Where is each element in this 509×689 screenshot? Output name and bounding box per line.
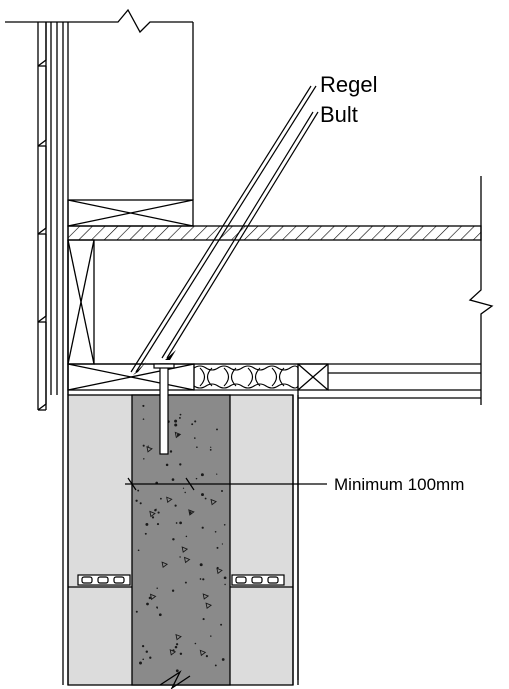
insulation <box>193 363 299 391</box>
arrowheads <box>133 350 176 375</box>
wall-sheathing <box>50 22 69 395</box>
bult-label: Bult <box>320 102 358 127</box>
exterior-siding <box>37 22 47 411</box>
regel-label: Regel <box>320 72 377 97</box>
upper-wall <box>5 8 194 227</box>
sill-plate <box>67 363 195 391</box>
block-clips <box>77 574 285 586</box>
anchor-bolt <box>153 363 175 455</box>
subfloor <box>67 225 482 241</box>
concrete-core <box>131 394 231 689</box>
rim-block <box>297 363 481 680</box>
leader-lines <box>125 85 327 491</box>
minimum-label: Minimum 100mm <box>334 475 464 494</box>
